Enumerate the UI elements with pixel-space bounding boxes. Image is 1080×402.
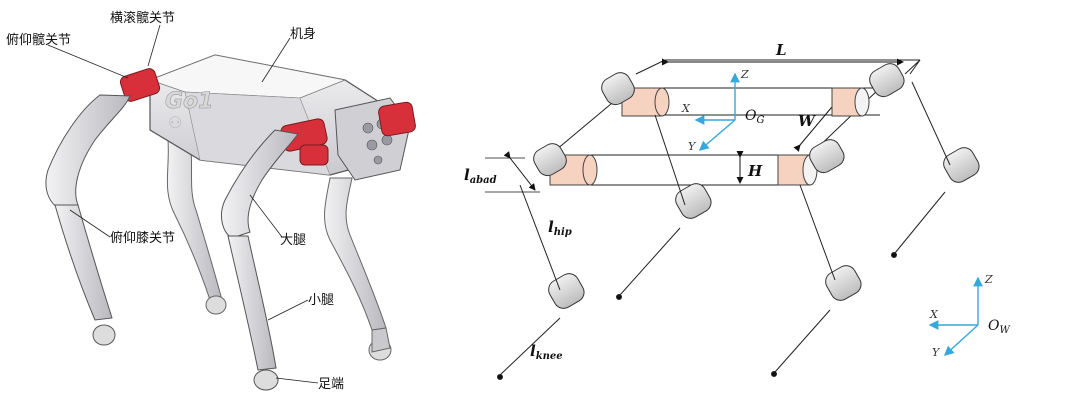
label-hip-roll-joint: 横滚髋关节 <box>110 10 175 26</box>
body-axis-z: Z <box>740 68 749 81</box>
robot-render: Go1 ⚇ <box>45 54 416 391</box>
label-world-origin: OW <box>988 318 1010 336</box>
foot-rear-far <box>205 295 227 315</box>
label-l-knee: lknee <box>530 342 563 362</box>
leg-front-near-shank <box>227 235 277 371</box>
world-frame-axes <box>928 276 983 356</box>
leg-links <box>497 59 951 380</box>
dim-width: W <box>798 112 817 130</box>
hip-joints <box>119 68 416 166</box>
foot-rear-near <box>92 324 116 346</box>
label-body: 机身 <box>290 26 316 42</box>
label-knee-pitch-joint: 俯仰膝关节 <box>110 230 175 246</box>
robot-logo: Go1 <box>165 89 213 114</box>
world-axis-z: Z <box>984 273 993 286</box>
robot-annotations <box>47 24 319 384</box>
world-axis-y: Y <box>932 346 941 359</box>
dim-length: L <box>775 41 787 59</box>
leg-rear-near-thigh <box>45 94 131 211</box>
label-thigh: 大腿 <box>280 233 306 248</box>
svg-text:⚇: ⚇ <box>168 113 182 132</box>
foot-front-near <box>253 369 279 391</box>
leg-rear-far <box>166 139 223 301</box>
label-foot: 足端 <box>318 377 344 392</box>
leg-rear-near-shank <box>54 204 113 321</box>
world-axis-x: X <box>929 308 939 321</box>
label-l-abad: labad <box>464 166 497 186</box>
label-body-origin: OG <box>745 108 764 126</box>
label-hip-pitch-joint: 俯仰髋关节 <box>6 32 71 48</box>
label-shank: 小腿 <box>308 293 334 308</box>
body-motors <box>549 87 870 186</box>
body-axis-x: X <box>681 102 691 115</box>
kinematic-diagram: L W H <box>464 41 1010 380</box>
label-l-hip: lhip <box>548 218 572 238</box>
body-frame-axes <box>694 72 740 151</box>
dim-height: H <box>747 162 763 180</box>
body-axis-y: Y <box>688 140 697 153</box>
joint-cylinders <box>533 63 980 309</box>
